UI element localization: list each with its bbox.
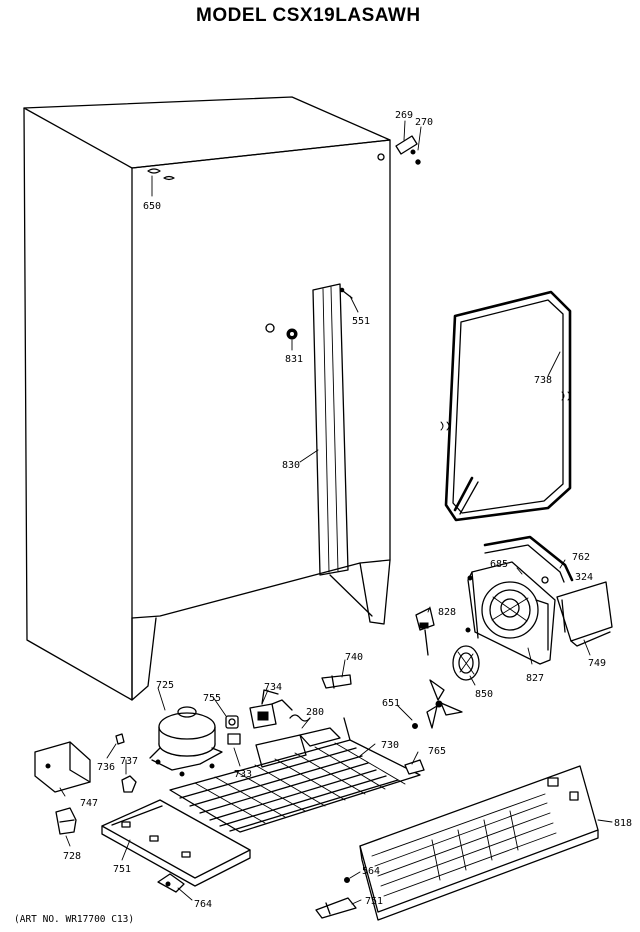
refrigerator-cabinet — [23, 96, 391, 701]
relay-part — [249, 689, 293, 729]
callout-751-base: 751 — [113, 864, 131, 875]
clip-736-part — [115, 733, 125, 745]
clip-765-part — [404, 759, 425, 775]
compressor-part — [149, 706, 223, 777]
bracket-751-part — [315, 897, 357, 919]
condenser-coil-part — [169, 717, 421, 833]
cover-plate-part — [556, 581, 613, 647]
callout-755: 755 — [203, 693, 221, 704]
clip-part — [541, 576, 549, 584]
callout-831: 831 — [285, 354, 303, 365]
grommet-part — [286, 328, 298, 340]
relay-grommet-part — [225, 715, 239, 729]
screw-564-part — [344, 877, 350, 883]
callout-733: 733 — [234, 769, 252, 780]
capillary-part — [289, 714, 341, 747]
callout-827: 827 — [526, 673, 544, 684]
bracket-764-part — [157, 873, 185, 893]
callout-736: 736 — [97, 762, 115, 773]
nut-part — [121, 775, 137, 793]
callout-749: 749 — [588, 658, 606, 669]
switch-part — [415, 607, 435, 656]
hinge-part — [395, 135, 421, 165]
fan-motor-part — [452, 645, 480, 681]
callout-numbers: 650 269 270 551 831 830 738 762 685 324 … — [63, 110, 632, 910]
callout-725: 725 — [156, 680, 174, 691]
mounting-bracket-part — [34, 741, 91, 793]
terminal-box-part — [55, 807, 77, 835]
callout-828: 828 — [438, 607, 456, 618]
callout-651: 651 — [382, 698, 400, 709]
callout-818: 818 — [614, 818, 632, 829]
callout-737: 737 — [120, 756, 138, 767]
callout-747: 747 — [80, 798, 98, 809]
bracket-part — [321, 674, 352, 689]
model-title: MODEL CSX19LASAWH — [196, 5, 421, 26]
grille-part — [359, 765, 599, 921]
callout-850: 850 — [475, 689, 493, 700]
fan-shroud-part — [465, 561, 556, 665]
callout-551: 551 — [352, 316, 370, 327]
tube-part — [483, 535, 574, 583]
callout-738: 738 — [534, 375, 552, 386]
callout-830: 830 — [282, 460, 300, 471]
callout-650: 650 — [143, 201, 161, 212]
callout-324: 324 — [575, 572, 593, 583]
gasket-frame-part — [440, 290, 572, 522]
callout-728: 728 — [63, 851, 81, 862]
fan-blade-part — [412, 679, 463, 729]
callout-730: 730 — [381, 740, 399, 751]
callout-564: 564 — [362, 866, 380, 877]
callout-685: 685 — [490, 559, 508, 570]
callout-740: 740 — [345, 652, 363, 663]
base-pan-part — [101, 799, 251, 887]
callout-734: 734 — [264, 682, 282, 693]
callout-765: 765 — [428, 746, 446, 757]
callout-751-bracket: 751 — [365, 896, 383, 907]
callout-762: 762 — [572, 552, 590, 563]
art-number: (ART NO. WR17700 C13) — [14, 914, 134, 925]
leader-lines — [59, 120, 613, 905]
overload-part — [227, 733, 241, 745]
callout-269: 269 — [395, 110, 413, 121]
callout-280: 280 — [306, 707, 324, 718]
callout-764: 764 — [194, 899, 212, 910]
callout-270: 270 — [415, 117, 433, 128]
